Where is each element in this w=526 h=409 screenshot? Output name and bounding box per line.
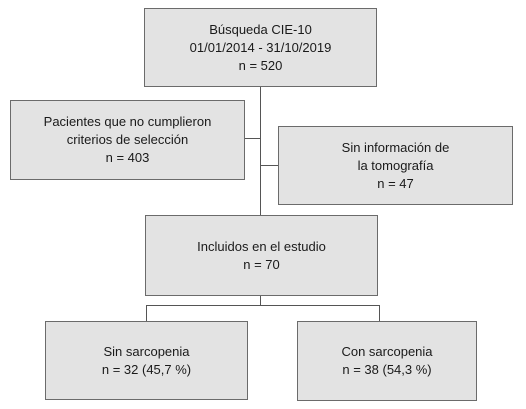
connector-to-sarcopenia [379, 305, 380, 322]
no-sarcopenia-count: n = 32 (45,7 %) [101, 361, 192, 377]
no-ct-info-box: Sin información de la tomografía n = 47 [278, 126, 513, 205]
excluded-criteria-text-2: criterios de selección [66, 132, 189, 147]
search-count: n = 520 [238, 57, 283, 73]
sarcopenia-count: n = 38 (54,3 %) [342, 362, 432, 377]
connector-split-horizontal [146, 305, 380, 306]
included-text: Incluidos en el estudio [197, 238, 326, 254]
search-date-range: 01/01/2014 - 31/10/2019 [189, 39, 332, 55]
sarcopenia-box: Con sarcopenia n = 38 (54,3 %) [297, 321, 477, 401]
excluded-criteria-text-1: Pacientes que no cumplieron [43, 114, 212, 129]
no-ct-info-text-2: la tomografía [357, 157, 434, 173]
search-box: Búsqueda CIE-10 01/01/2014 - 31/10/2019 … [144, 8, 377, 87]
no-ct-info-count: n = 47 [377, 175, 414, 191]
excluded-criteria-box: Pacientes que no cumplieron criterios de… [10, 100, 245, 180]
no-sarcopenia-text: Sin sarcopenia [103, 343, 190, 359]
connector-to-no-ct-info [260, 165, 278, 166]
no-ct-info-text-1: Sin información de [341, 139, 450, 155]
included-count: n = 70 [243, 256, 280, 272]
connector-to-excluded-criteria [244, 138, 261, 139]
included-box: Incluidos en el estudio n = 70 [145, 215, 378, 296]
connector-search-to-included [260, 86, 261, 216]
no-sarcopenia-box: Sin sarcopenia n = 32 (45,7 %) [45, 321, 248, 400]
connector-to-no-sarcopenia [146, 305, 147, 322]
sarcopenia-text: Con sarcopenia [341, 344, 433, 359]
connector-included-to-split [260, 295, 261, 306]
search-title: Búsqueda CIE-10 [209, 21, 312, 37]
excluded-criteria-count: n = 403 [105, 150, 150, 165]
